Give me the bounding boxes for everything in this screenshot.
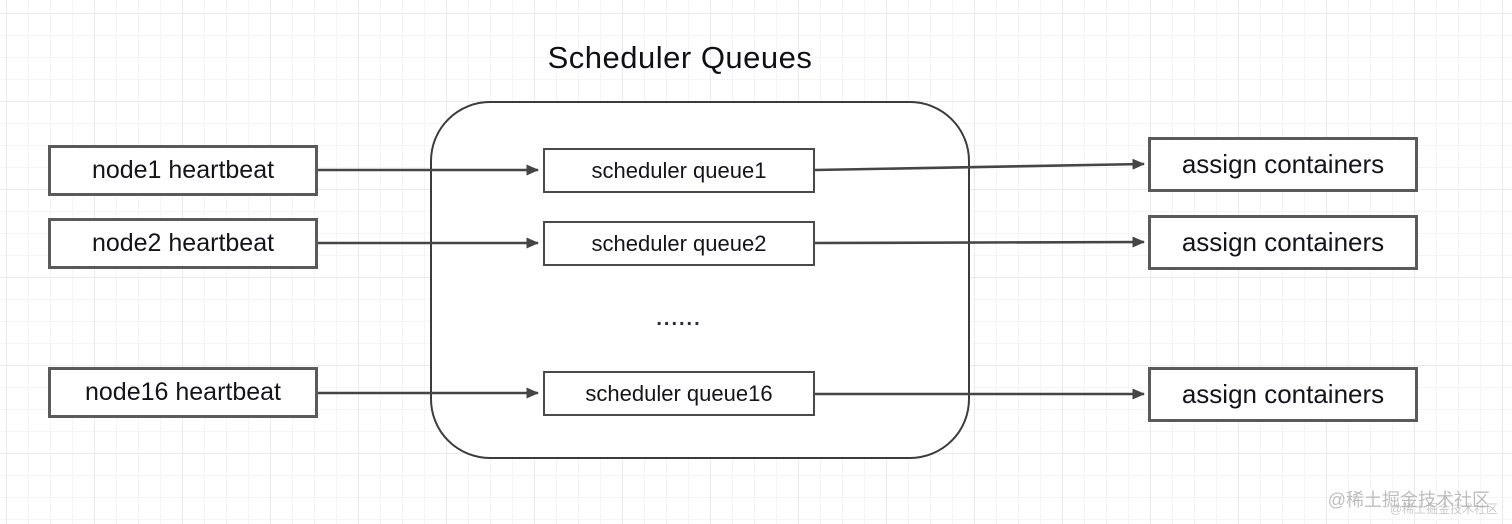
output-label: assign containers [1181,149,1385,179]
diagram-title: Scheduler Queues [547,40,813,75]
node-label: node2 heartbeat [91,229,275,257]
arrow-queue2-to-assign2 [814,236,1145,248]
queue-box-scheduler-queue16: scheduler queue16 [543,371,815,416]
queue-label: scheduler queue2 [591,230,767,256]
queue-box-scheduler-queue2: scheduler queue2 [543,221,815,266]
node-box-node2-heartbeat: node2 heartbeat [48,218,318,269]
output-box-assign-containers-2: assign containers [1148,215,1418,270]
queues-ellipsis: ...... [656,308,702,330]
queue-label: scheduler queue16 [585,380,773,406]
output-box-assign-containers-1: assign containers [1148,137,1418,192]
watermark-text-small: @稀土掘金技术社区 [1389,502,1498,516]
output-label: assign containers [1181,379,1385,409]
watermark-text: @稀土掘金技术社区 [1327,490,1490,510]
queue-box-scheduler-queue1: scheduler queue1 [543,148,815,193]
output-box-assign-containers-3: assign containers [1148,367,1418,422]
node-label: node1 heartbeat [91,156,275,184]
arrow-queue1-to-assign1 [814,158,1145,172]
node-box-node16-heartbeat: node16 heartbeat [48,367,318,418]
node-label: node16 heartbeat [84,378,281,406]
output-label: assign containers [1181,227,1385,257]
queue-label: scheduler queue1 [591,157,767,183]
node-box-node1-heartbeat: node1 heartbeat [48,145,318,196]
